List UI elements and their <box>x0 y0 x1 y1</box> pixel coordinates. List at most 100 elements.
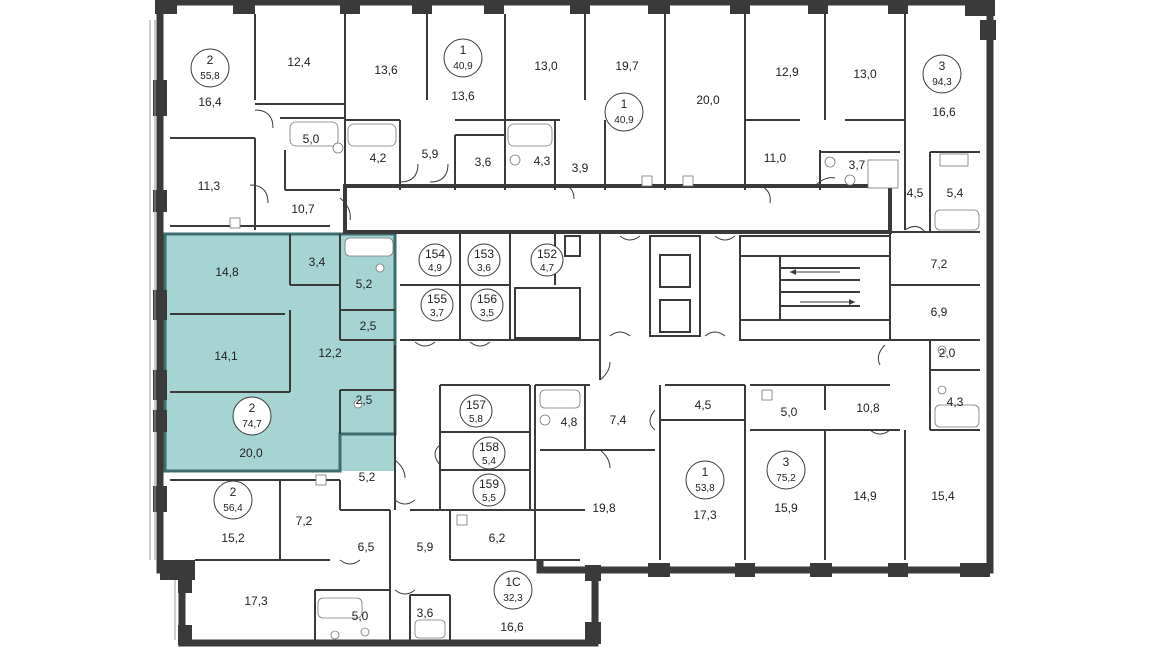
apartment-rooms: 2 <box>207 53 214 67</box>
room-area: 20,0 <box>239 446 263 460</box>
apartment-area: 40,9 <box>614 115 634 126</box>
apartment-rooms: 3 <box>939 59 946 73</box>
room-area: 12,4 <box>287 55 311 69</box>
room-area: 16,6 <box>932 105 956 119</box>
apartment-area: 74,7 <box>242 419 262 430</box>
room-area: 5,0 <box>303 132 320 146</box>
room-area: 4,5 <box>907 186 924 200</box>
room-area: 4,2 <box>370 151 387 165</box>
storage-area: 5,5 <box>482 493 496 504</box>
room-area: 13,0 <box>853 67 877 81</box>
room-area: 6,9 <box>931 305 948 319</box>
doors <box>249 109 926 595</box>
room-area: 13,0 <box>534 59 558 73</box>
room-area: 5,0 <box>781 405 798 419</box>
apartment-label[interactable]: 1 40,9 <box>604 92 644 132</box>
sanitary-fixtures <box>229 121 980 640</box>
apartment-rooms: 1 <box>702 465 709 479</box>
apartment-label[interactable]: 1 53,8 <box>685 460 725 500</box>
room-area: 12,2 <box>318 346 342 360</box>
room-area: 11,0 <box>764 151 787 165</box>
storage-area: 4,7 <box>540 263 554 274</box>
storage-area: 3,7 <box>430 308 444 319</box>
room-area: 7,4 <box>610 413 627 427</box>
apartment-area: 56,4 <box>223 503 243 514</box>
apartment-label[interactable]: 1С 32,3 <box>493 570 533 610</box>
room-area: 4,3 <box>947 395 964 409</box>
room-area: 11,3 <box>198 179 221 193</box>
room-area: 5,9 <box>422 147 439 161</box>
apartment-rooms: 1 <box>621 97 628 111</box>
storage-area: 4,9 <box>428 263 442 274</box>
room-area: 17,3 <box>693 508 717 522</box>
room-area: 12,9 <box>775 65 799 79</box>
room-area: 7,2 <box>931 257 948 271</box>
room-area: 3,4 <box>309 255 326 269</box>
apartment-area: 32,3 <box>503 593 523 604</box>
highlighted-apartment[interactable] <box>163 232 397 473</box>
outer-walls <box>149 0 996 647</box>
room-area: 17,3 <box>244 594 268 608</box>
room-area: 16,6 <box>500 620 524 634</box>
room-area: 13,6 <box>451 89 475 103</box>
room-area: 2,0 <box>939 346 956 360</box>
room-area: 5,0 <box>352 609 369 623</box>
apartment-label[interactable]: 3 94,3 <box>922 54 962 94</box>
room-area: 3,6 <box>475 155 492 169</box>
stair-arrow-icon <box>790 269 855 305</box>
room-area-labels: 16,4 12,4 13,6 13,6 13,0 19,7 20,0 12,9 … <box>198 55 964 634</box>
room-area: 4,8 <box>561 415 578 429</box>
apartment-area: 55,8 <box>200 71 220 82</box>
room-area: 14,9 <box>853 489 877 503</box>
room-area: 19,7 <box>615 59 639 73</box>
room-area: 7,2 <box>296 514 313 528</box>
room-area: 4,3 <box>534 154 551 168</box>
apartment-rooms: 2 <box>230 485 237 499</box>
storage-number: 153 <box>474 247 494 261</box>
room-area: 4,5 <box>695 398 712 412</box>
apartment-label[interactable]: 1 40,9 <box>443 38 483 78</box>
storage-area: 3,5 <box>480 308 494 319</box>
storage-number: 159 <box>479 477 499 491</box>
room-area: 15,9 <box>774 501 798 515</box>
apartment-area: 75,2 <box>776 473 796 484</box>
apartment-label[interactable]: 2 74,7 <box>232 396 272 436</box>
apartment-rooms: 1 <box>460 43 467 57</box>
room-area: 13,6 <box>374 63 398 77</box>
apartment-label[interactable]: 2 55,8 <box>190 48 230 88</box>
room-area: 3,7 <box>849 158 866 172</box>
room-area: 10,7 <box>291 202 315 216</box>
storage-number: 156 <box>477 292 497 306</box>
room-area: 5,9 <box>417 540 434 554</box>
room-area: 14,1 <box>214 349 238 363</box>
room-area: 3,6 <box>417 606 434 620</box>
apartment-area: 94,3 <box>932 77 952 88</box>
apartment-label[interactable]: 2 56,4 <box>213 480 253 520</box>
apartment-area: 53,8 <box>695 483 715 494</box>
room-area: 3,9 <box>572 161 589 175</box>
storage-number: 158 <box>479 440 499 454</box>
room-area: 15,2 <box>221 531 245 545</box>
apartment-rooms: 3 <box>783 455 790 469</box>
room-area: 5,2 <box>356 277 373 291</box>
room-area: 5,4 <box>947 186 964 200</box>
storage-area: 5,4 <box>482 456 496 467</box>
storage-number: 155 <box>427 292 447 306</box>
apartment-labels: 2 55,8 1 40,9 1 40,9 3 94,3 2 74,7 2 56,… <box>190 38 962 610</box>
room-area: 6,2 <box>489 531 506 545</box>
room-area: 16,4 <box>198 95 222 109</box>
apartment-rooms: 2 <box>249 401 256 415</box>
room-area: 2,5 <box>356 393 373 407</box>
apartment-area: 40,9 <box>453 61 473 72</box>
apartment-label[interactable]: 3 75,2 <box>766 450 806 490</box>
